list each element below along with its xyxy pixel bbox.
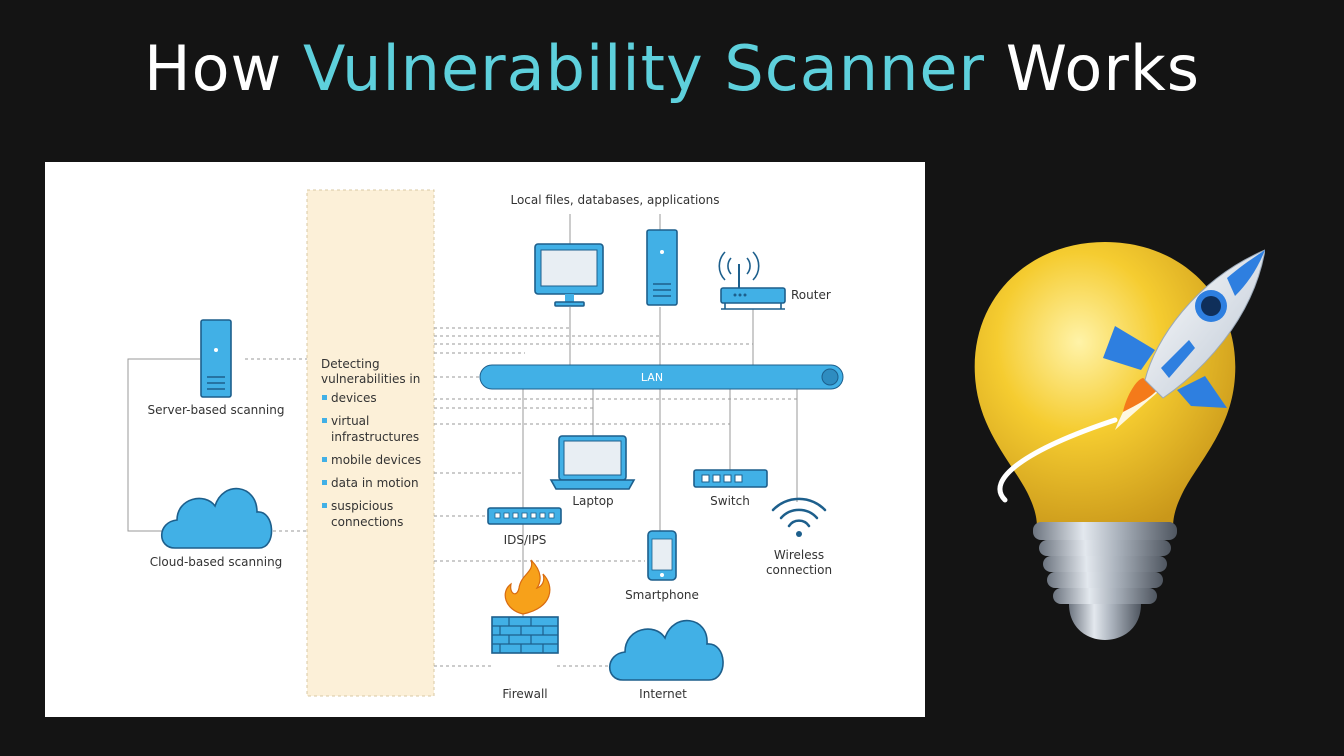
router-icon <box>718 251 786 310</box>
lan-label: LAN <box>641 371 663 384</box>
cloud-icon <box>161 487 273 549</box>
laptop-label: Laptop <box>572 494 613 508</box>
server-icon <box>200 319 232 398</box>
scan-links <box>434 327 797 667</box>
internet-label: Internet <box>639 687 687 701</box>
item-devices: devices <box>331 391 377 405</box>
laptop-icon <box>549 435 636 490</box>
router-label: Router <box>791 288 831 302</box>
lan-bar-end <box>821 368 839 386</box>
firewall-label: Firewall <box>502 687 547 701</box>
wireless-label-1: Wireless <box>774 548 824 562</box>
diagram-panel: LAN Local files, databases, applications… <box>45 162 925 717</box>
bullet-data-motion <box>322 480 327 485</box>
title-part2: Works <box>985 32 1201 105</box>
firewall-icon <box>491 559 559 654</box>
cloud-based-label: Cloud-based scanning <box>150 555 283 569</box>
title-part1: How <box>143 32 303 105</box>
internet-cloud-icon <box>609 619 724 681</box>
network-diagram: LAN Local files, databases, applications… <box>127 189 844 701</box>
item-virtual-1: virtual <box>331 414 369 428</box>
item-suspicious-1: suspicious <box>331 499 393 513</box>
smartphone-label: Smartphone <box>625 588 699 602</box>
lan-connectors <box>522 214 798 628</box>
bullet-mobile <box>322 457 327 462</box>
local-files-label: Local files, databases, applications <box>510 193 719 207</box>
ids-ips-label: IDS/IPS <box>504 533 547 547</box>
bullet-virtual <box>322 418 327 423</box>
item-data-motion: data in motion <box>331 476 419 490</box>
bullet-suspicious <box>322 503 327 508</box>
detect-line2: vulnerabilities in <box>321 372 420 386</box>
server-cloud-bracket <box>127 358 200 532</box>
title-accent: Vulnerability Scanner <box>302 32 986 105</box>
page-title: How Vulnerability Scanner Works <box>0 32 1344 105</box>
server-tower-icon <box>646 229 678 306</box>
ids-ips-icon <box>487 507 562 525</box>
detect-line1: Detecting <box>321 357 380 371</box>
switch-icon <box>693 469 768 488</box>
bullet-devices <box>322 395 327 400</box>
wifi-icon <box>771 497 827 537</box>
scan-panel <box>306 189 435 697</box>
monitor-icon <box>534 243 604 307</box>
smartphone-icon <box>647 530 677 581</box>
item-suspicious-2: connections <box>331 515 403 529</box>
switch-label: Switch <box>710 494 750 508</box>
lightbulb-rocket-icon <box>965 230 1266 650</box>
item-virtual-2: infrastructures <box>331 430 419 444</box>
item-mobile: mobile devices <box>331 453 421 467</box>
wireless-label-2: connection <box>766 563 832 577</box>
lan-bar <box>479 364 844 390</box>
server-based-label: Server-based scanning <box>148 403 285 417</box>
